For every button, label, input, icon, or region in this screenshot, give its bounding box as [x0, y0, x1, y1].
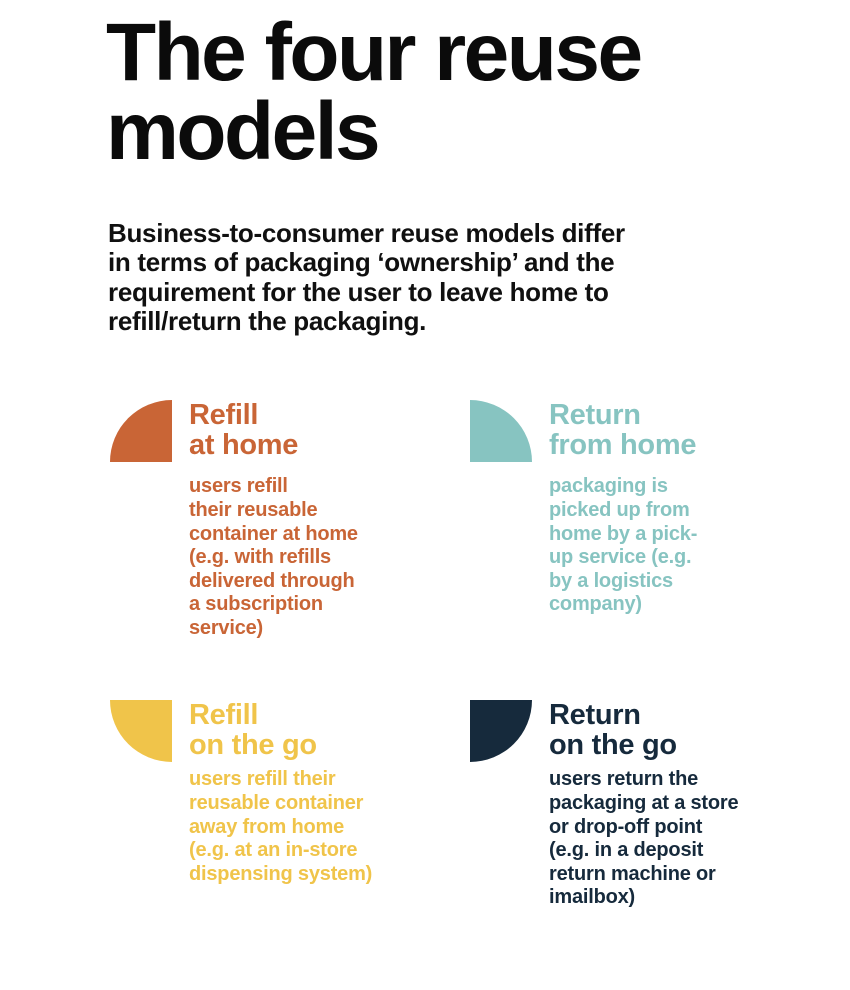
quarter-circle-top-right-icon: [470, 400, 532, 462]
quarter-circle-top-left-icon: [110, 400, 172, 462]
model-title: Refill on the go: [189, 699, 317, 762]
model-title: Refill at home: [189, 399, 299, 462]
model-card-refill-at-home: Refill at home users refill their reusab…: [110, 400, 439, 640]
model-description: packaging is picked up from home by a pi…: [549, 475, 698, 616]
quarter-circle-bottom-left-icon: [110, 700, 172, 762]
page-subtitle: Business-to-consumer reuse models differ…: [108, 218, 625, 337]
model-card-text: Return on the go users return the packag…: [549, 700, 799, 910]
model-card-text: Return from home packaging is picked up …: [549, 400, 799, 617]
model-card-return-from-home: Return from home packaging is picked up …: [470, 400, 799, 617]
model-description: users refill their reusable container at…: [189, 475, 358, 639]
model-card-text: Refill on the go users refill their reus…: [189, 700, 439, 886]
model-card-text: Refill at home users refill their reusab…: [189, 400, 439, 640]
model-card-refill-on-the-go: Refill on the go users refill their reus…: [110, 700, 439, 886]
page-title: The four reuse models: [106, 7, 643, 177]
model-card-return-on-the-go: Return on the go users return the packag…: [470, 700, 799, 910]
model-description: users refill their reusable container aw…: [189, 768, 373, 885]
model-description: users return the packaging at a store or…: [549, 768, 739, 909]
model-title: Return on the go: [549, 699, 677, 762]
model-title: Return from home: [549, 399, 697, 462]
quarter-circle-bottom-right-icon: [470, 700, 532, 762]
